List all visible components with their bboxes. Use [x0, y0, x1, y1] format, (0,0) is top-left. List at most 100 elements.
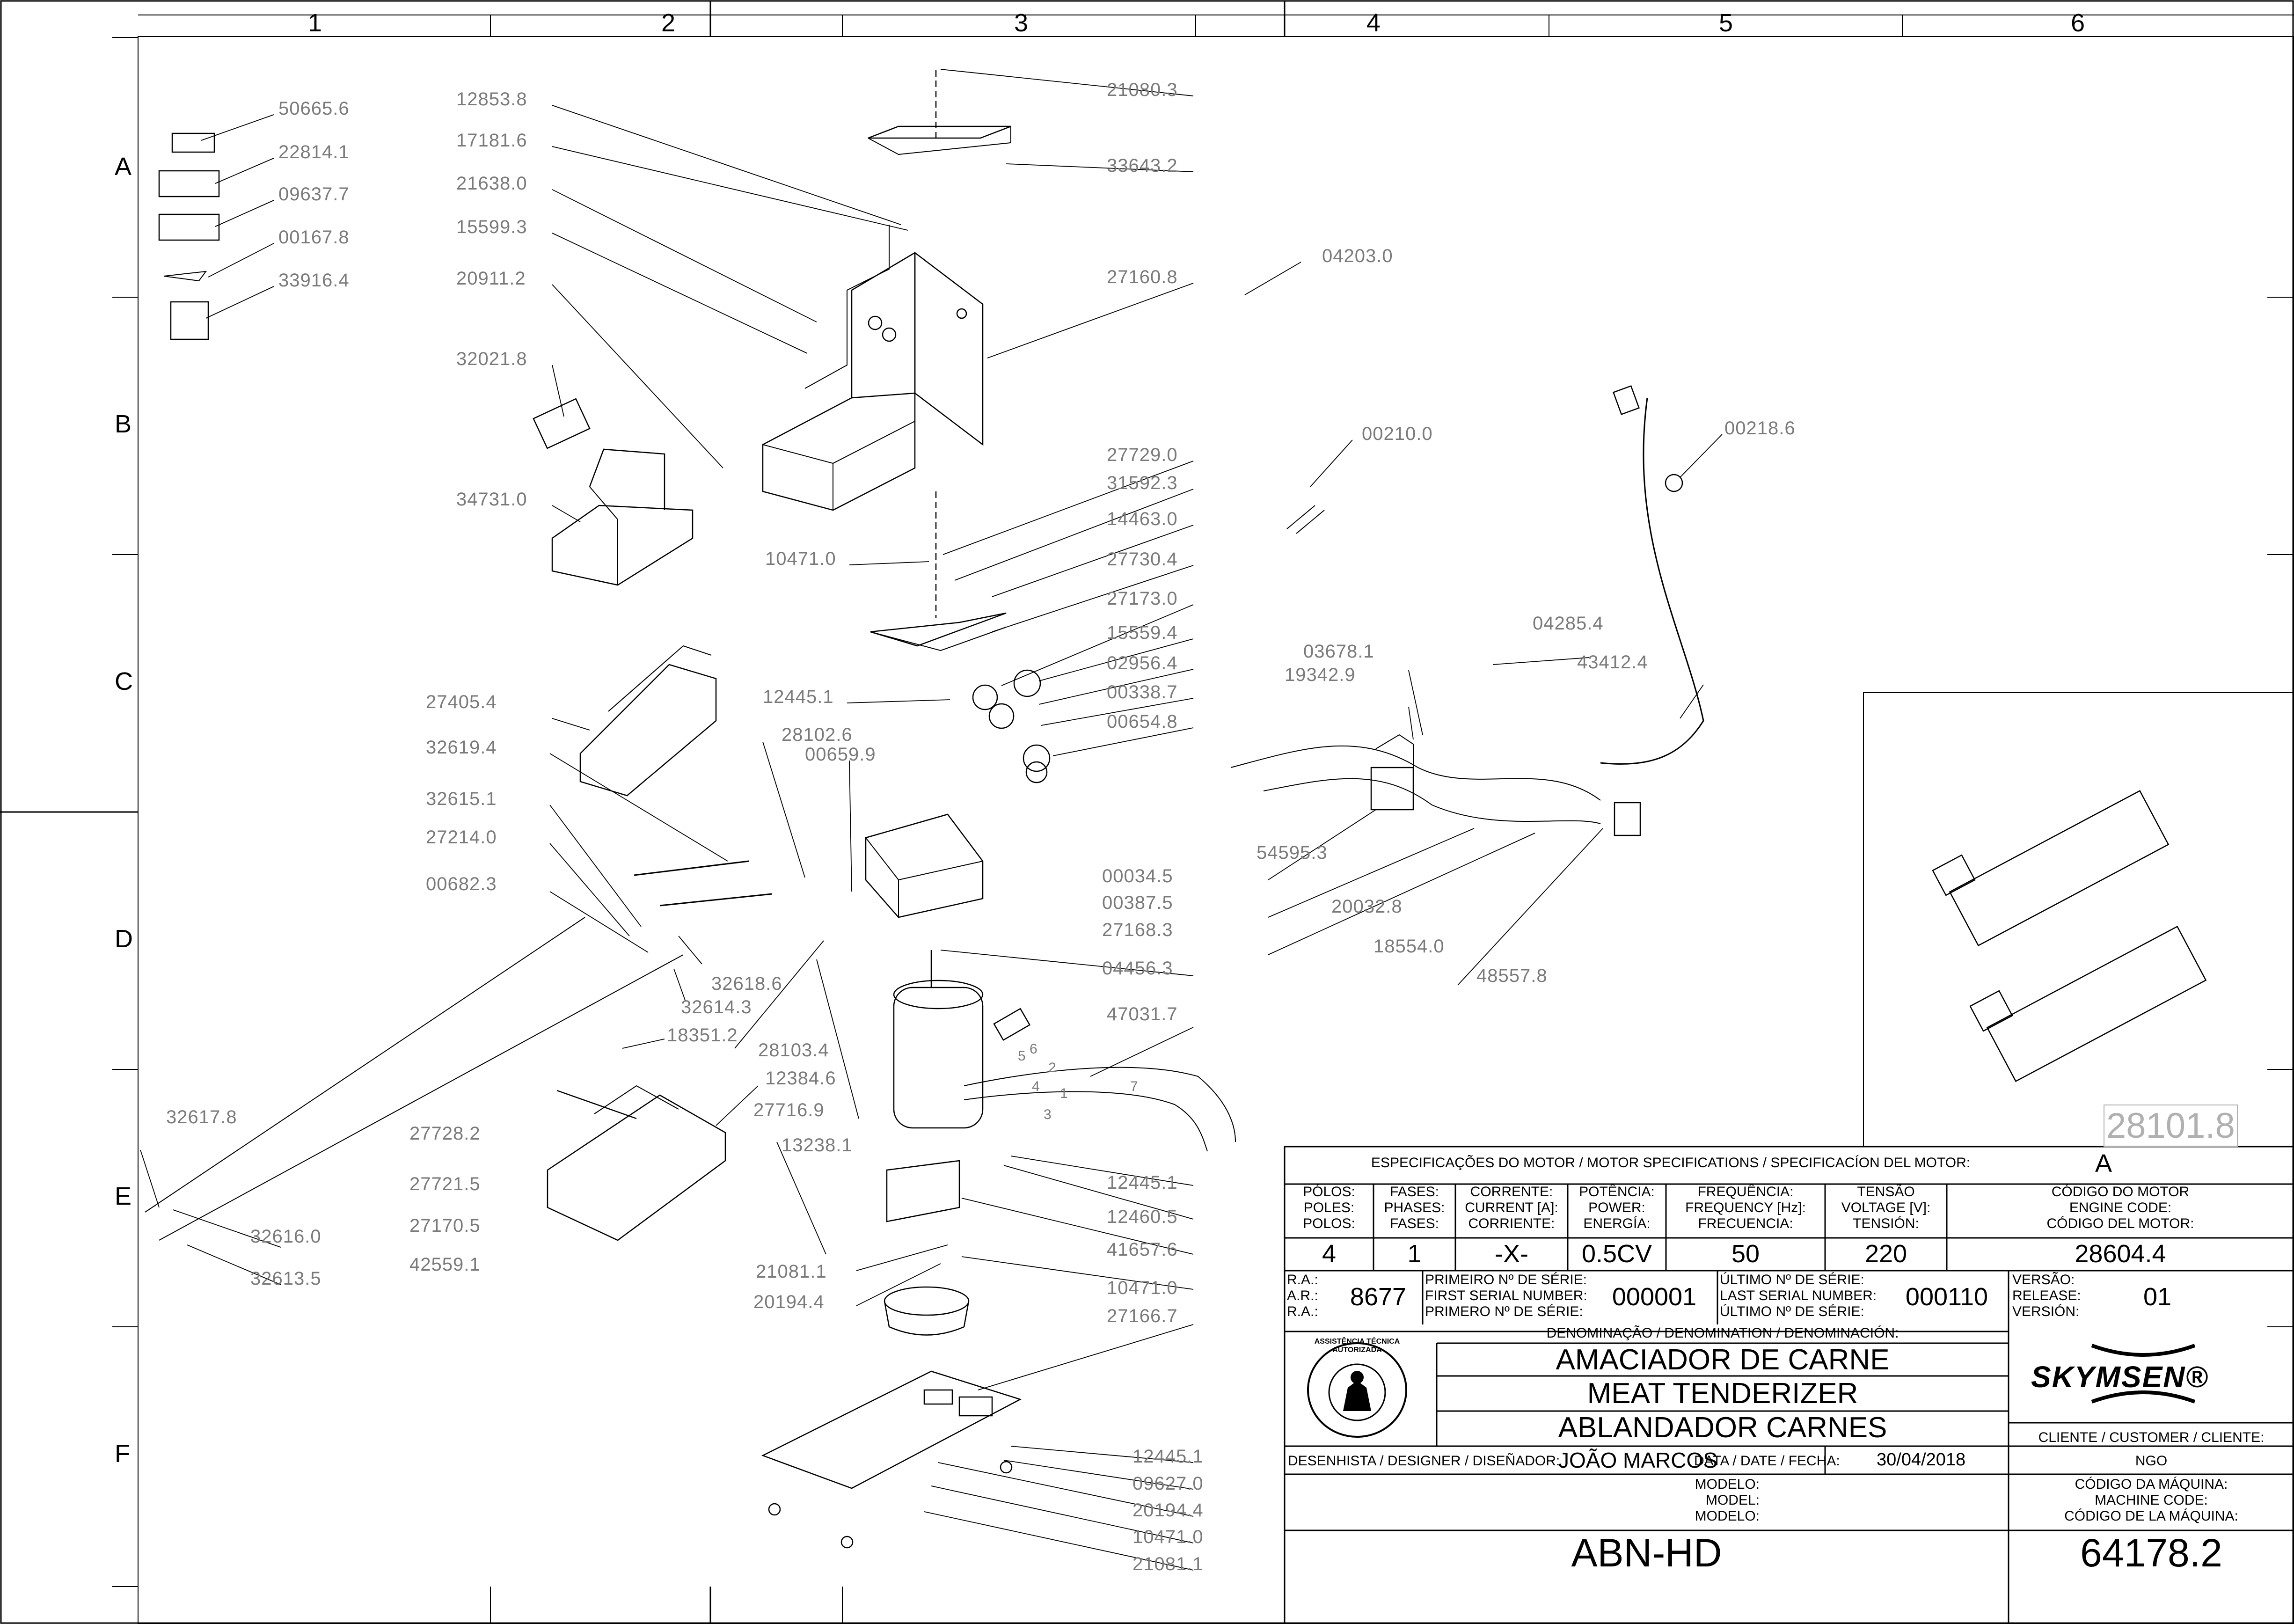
customer-label: CLIENTE / CUSTOMER / CLIENTE: [2038, 1430, 2265, 1445]
engine-code-label: CÓDIGO DO MOTOR ENGINE CODE: CÓDIGO DEL … [2046, 1184, 2194, 1231]
callout-19342-9: 19342.9 [1285, 665, 1356, 685]
callout-12445-1-c: 12445.1 [763, 687, 834, 707]
callout-27173-0: 27173.0 [1107, 588, 1178, 609]
brand-logo: SKYMSEN® [2031, 1360, 2209, 1394]
title-block [1284, 1146, 2294, 1624]
callout-27716-9: 27716.9 [753, 1100, 825, 1120]
callout-12445-1-f: 12445.1 [1132, 1446, 1204, 1467]
callout-00210-0: 00210.0 [1362, 424, 1433, 444]
callout-15599-3: 15599.3 [456, 217, 527, 237]
poles-value: 4 [1322, 1240, 1337, 1268]
date-value: 30/04/2018 [1877, 1450, 1966, 1470]
callout-27730-4: 27730.4 [1107, 549, 1178, 570]
machine-code-label: CÓDIGO DA MÁQUINA: MACHINE CODE: CÓDIGO … [2064, 1477, 2238, 1524]
callout-32613-5: 32613.5 [250, 1268, 321, 1289]
callout-21638-0: 21638.0 [456, 173, 527, 194]
wire-label-2: 2 [1048, 1060, 1057, 1075]
motor-spec-value: A [2095, 1149, 2112, 1178]
callout-00167-8: 00167.8 [278, 227, 350, 248]
blade-stack-upper [145, 917, 585, 1213]
callout-50665-6: 50665.6 [278, 98, 350, 119]
detail-view-frame [1863, 692, 2294, 1147]
wire-label-7: 7 [1130, 1079, 1139, 1094]
callout-12384-6: 12384.6 [765, 1068, 836, 1089]
frequency-label: FREQUÊNCIA: FREQUENCY [Hz]: FRECUENCIA: [1685, 1184, 1806, 1231]
callout-10471-0-e: 10471.0 [1107, 1278, 1178, 1298]
phases-label: FASES: PHASES: FASES: [1384, 1184, 1445, 1231]
callout-34731-0: 34731.0 [456, 489, 527, 510]
callout-00034-5: 00034.5 [1102, 866, 1173, 886]
callout-32619-4: 32619.4 [426, 737, 497, 758]
callout-09627-0: 09627.0 [1132, 1473, 1204, 1494]
callout-31592-3: 31592.3 [1107, 473, 1178, 493]
customer-value: NGO [2135, 1453, 2168, 1469]
detail-roller-lower [1969, 925, 2207, 1083]
callout-12853-8: 12853.8 [456, 89, 527, 110]
callout-00218-6: 00218.6 [1724, 418, 1796, 439]
callout-20911-2: 20911.2 [456, 268, 526, 289]
callout-32616-0: 32616.0 [250, 1226, 321, 1247]
last-serial-label: ÚLTIMO Nº DE SÉRIE: LAST SERIAL NUMBER: … [1720, 1272, 1877, 1319]
callout-04285-4: 04285.4 [1533, 613, 1604, 634]
current-label: CORRENTE: CURRENT [A]: CORRIENTE: [1465, 1184, 1558, 1231]
first-serial-value: 000001 [1612, 1283, 1697, 1311]
column-label-1: 1 [307, 9, 322, 37]
callout-54595-3: 54595.3 [1257, 842, 1328, 863]
power-label: POTÊNCIA: POWER: ENERGÍA: [1579, 1184, 1655, 1231]
callout-18554-0: 18554.0 [1373, 936, 1445, 957]
callout-17181-6: 17181.6 [456, 130, 527, 151]
motor-spec-header: ESPECIFICAÇÕES DO MOTOR / MOTOR SPECIFIC… [1371, 1155, 1971, 1170]
column-label-2: 2 [661, 9, 676, 37]
callout-15559-4: 15559.4 [1107, 622, 1178, 643]
first-serial-label: PRIMEIRO Nº DE SÉRIE: FIRST SERIAL NUMBE… [1425, 1272, 1587, 1319]
row-label-A: A [115, 153, 132, 181]
callout-48557-8: 48557.8 [1476, 966, 1548, 986]
brand-swoosh [2091, 1344, 2196, 1404]
model-label: MODELO: MODEL: MODELO: [1695, 1477, 1760, 1524]
version-label: VERSÃO: RELEASE: VERSIÓN: [2012, 1272, 2081, 1319]
callout-32618-6: 32618.6 [711, 973, 782, 994]
callout-33643-2: 33643.2 [1107, 155, 1178, 176]
wire-label-1: 1 [1060, 1086, 1068, 1101]
callout-27721-5: 27721.5 [409, 1174, 481, 1194]
column-label-3: 3 [1014, 9, 1029, 37]
callout-33916-4: 33916.4 [278, 270, 350, 291]
callout-28102-6: 28102.6 [782, 724, 853, 745]
column-label-4: 4 [1366, 9, 1381, 37]
column-label-5: 5 [1718, 9, 1733, 37]
callout-32021-8: 32021.8 [456, 349, 527, 369]
ra-label: R.A.: A.R.: R.A.: [1287, 1272, 1318, 1319]
version-value: 01 [2143, 1283, 2172, 1311]
label-50665-6-shape [171, 132, 215, 153]
callout-27214-0: 27214.0 [426, 827, 497, 848]
column-label-6: 6 [2070, 9, 2085, 37]
callout-04203-0: 04203.0 [1322, 246, 1393, 266]
callout-32617-8: 32617.8 [166, 1107, 237, 1127]
row-label-B: B [115, 410, 132, 438]
seal-text: ASSISTÊNCIA TÉCNICA AUTORIZADA [1314, 1338, 1400, 1354]
row-label-C: C [115, 667, 133, 695]
callout-00387-5: 00387.5 [1102, 892, 1173, 913]
product-name-es: ABLANDADOR CARNES [1558, 1412, 1887, 1444]
callout-27170-5: 27170.5 [409, 1215, 481, 1236]
last-serial-value: 000110 [1905, 1283, 1988, 1311]
designer-label: DESENHISTA / DESIGNER / DISEÑADOR: [1288, 1453, 1560, 1469]
callout-00659-9: 00659.9 [805, 744, 876, 765]
frequency-value: 50 [1731, 1240, 1760, 1268]
leader-lines [140, 69, 1723, 1571]
callout-20194-4-e: 20194.4 [753, 1292, 825, 1312]
callout-20194-4-f: 20194.4 [1132, 1500, 1204, 1521]
wire-label-5: 5 [1018, 1048, 1026, 1064]
callout-00338-7: 00338.7 [1107, 682, 1178, 702]
detail-reference: 28101.8 [2104, 1105, 2238, 1147]
poles-label: PÓLOS: POLES: POLOS: [1303, 1184, 1355, 1231]
callout-27160-8: 27160.8 [1107, 267, 1178, 287]
wire-label-6: 6 [1030, 1041, 1038, 1057]
row-label-F: F [115, 1440, 130, 1468]
wire-label-4: 4 [1032, 1079, 1040, 1094]
row-label-E: E [115, 1182, 132, 1210]
callout-32615-1: 32615.1 [426, 789, 497, 809]
blade-stack-lower [159, 954, 684, 1241]
callout-27729-0: 27729.0 [1107, 445, 1178, 465]
